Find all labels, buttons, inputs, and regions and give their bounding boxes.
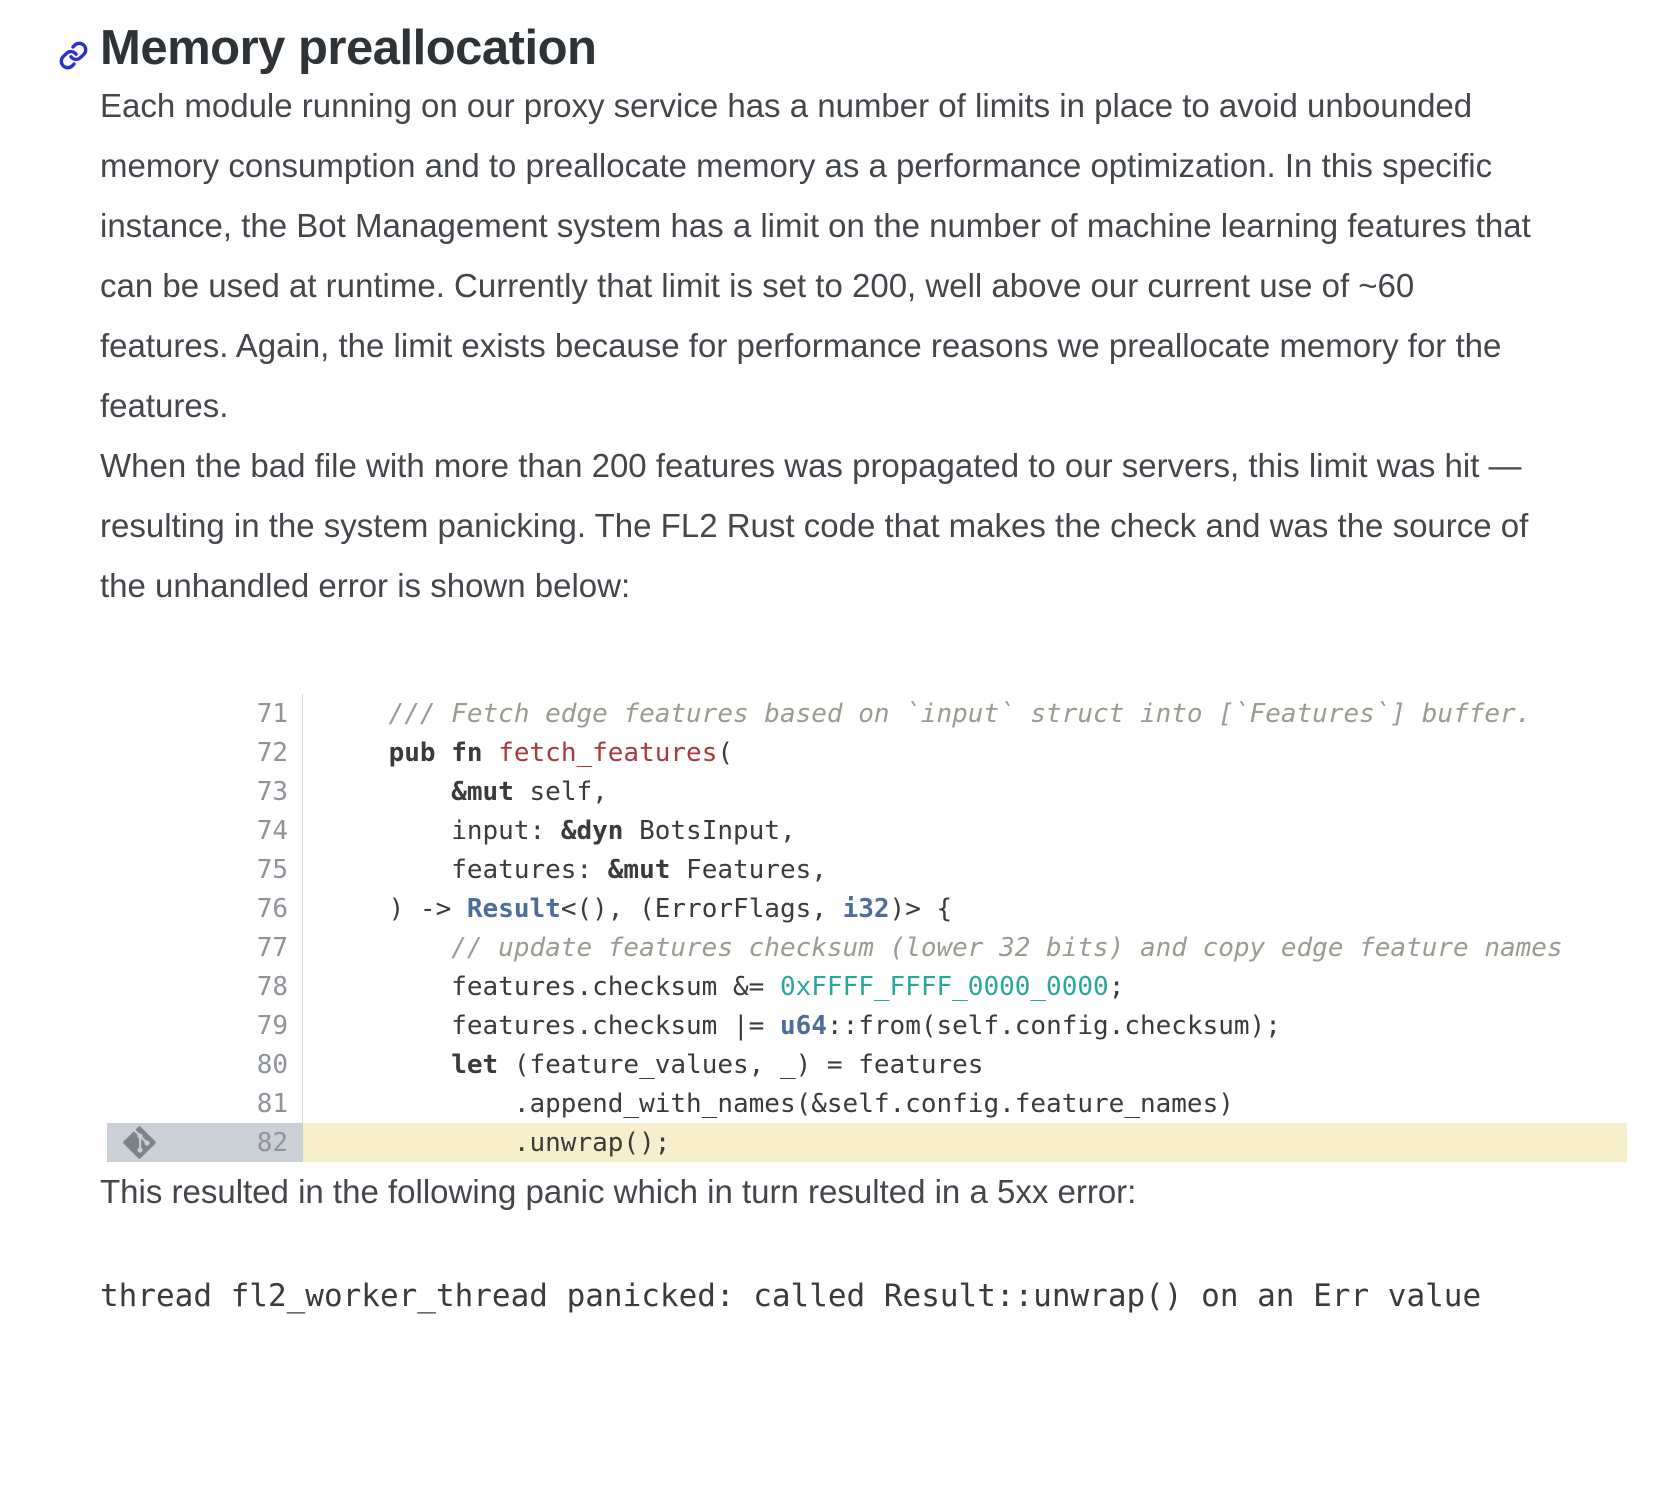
code-block: 71 /// Fetch edge features based on `inp… [107,694,1627,1162]
code-line-78: 78 features.checksum &= 0xFFFF_FFFF_0000… [107,967,1627,1006]
code-text: // update features checksum (lower 32 bi… [326,932,1563,963]
code-line-77: 77 // update features checksum (lower 32… [107,928,1627,967]
line-number: 71 [107,694,303,733]
code-line-72: 72 pub fn fetch_features( [107,733,1627,772]
line-number: 76 [107,889,303,928]
paragraph-bad-file: When the bad file with more than 200 fea… [100,447,1529,604]
code-text: ) -> Result<(), (ErrorFlags, i32)> { [326,893,953,924]
line-number: 73 [107,772,303,811]
line-number: 72 [107,733,303,772]
code-line-80: 80 let (feature_values, _) = features [107,1045,1627,1084]
line-number: 74 [107,811,303,850]
code-line-73: 73 &mut self, [107,772,1627,811]
panic-output: thread fl2_worker_thread panicked: calle… [100,1278,1482,1314]
page-title-text: Memory preallocation [100,21,597,75]
code-line-76: 76 ) -> Result<(), (ErrorFlags, i32)> { [107,889,1627,928]
code-line-82: 82 .unwrap(); [107,1123,1627,1162]
code-text: .unwrap(); [303,1123,1627,1162]
link-icon[interactable] [58,27,89,70]
paragraph-panic-intro: This resulted in the following panic whi… [100,1173,1137,1210]
line-number: 77 [107,928,303,967]
code-line-79: 79 features.checksum |= u64::from(self.c… [107,1006,1627,1045]
paragraph-memory-limits: Each module running on our proxy service… [100,87,1531,424]
code-text: let (feature_values, _) = features [451,1049,984,1080]
line-number: 78 [107,967,303,1006]
line-number: 75 [107,850,303,889]
code-line-81: 81 .append_with_names(&self.config.featu… [107,1084,1627,1123]
git-icon [123,1126,156,1159]
code-text: &mut self, [451,776,608,807]
line-number: 82 [107,1123,303,1162]
code-line-71: 71 /// Fetch edge features based on `inp… [107,694,1627,733]
line-number: 81 [107,1084,303,1123]
page-title: Memory preallocation [59,20,1568,76]
article-page: Memory preallocation Each module running… [0,20,1668,1314]
code-line-74: 74 input: &dyn BotsInput, [107,811,1627,850]
code-text: /// Fetch edge features based on `input`… [326,698,1532,729]
code-text: .append_with_names(&self.config.feature_… [326,1088,1234,1119]
line-number: 79 [107,1006,303,1045]
line-number: 80 [107,1045,303,1084]
code-text: input: &dyn BotsInput, [326,815,796,846]
code-text: features.checksum &= 0xFFFF_FFFF_0000_00… [326,971,1125,1002]
code-text: features: &mut Features, [326,854,827,885]
code-text: features.checksum |= u64::from(self.conf… [326,1010,1281,1041]
code-line-75: 75 features: &mut Features, [107,850,1627,889]
code-text: pub fn fetch_features( [388,737,734,768]
